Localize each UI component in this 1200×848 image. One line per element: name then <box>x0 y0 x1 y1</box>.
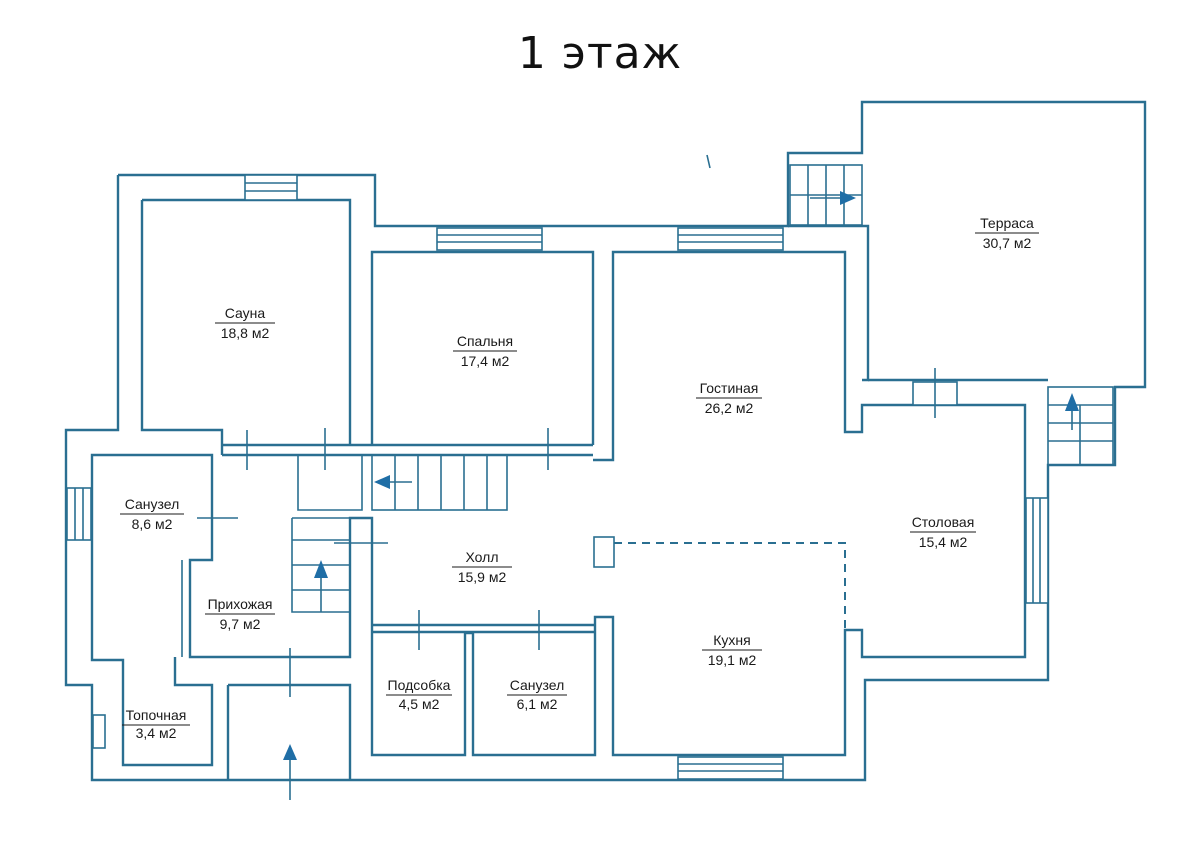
stair-arrow-hall <box>374 475 390 489</box>
room-label-utility: Подсобка 4,5 м2 <box>386 677 452 712</box>
entry-arrow <box>283 744 297 760</box>
svg-text:9,7 м2: 9,7 м2 <box>220 616 261 632</box>
room-label-hall: Холл 15,9 м2 <box>452 549 512 585</box>
floor-title: 1 этаж <box>517 28 683 79</box>
svg-text:19,1 м2: 19,1 м2 <box>708 652 757 668</box>
svg-text:Прихожая: Прихожая <box>208 596 273 612</box>
svg-text:17,4 м2: 17,4 м2 <box>461 353 510 369</box>
stair-arrow-vestibule <box>314 560 328 578</box>
room-label-sauna: Сауна 18,8 м2 <box>215 305 275 341</box>
svg-text:8,6 м2: 8,6 м2 <box>132 516 173 532</box>
svg-text:15,4 м2: 15,4 м2 <box>919 534 968 550</box>
door-marks <box>197 154 936 697</box>
room-label-vestibule: Прихожая 9,7 м2 <box>205 596 275 632</box>
svg-text:6,1 м2: 6,1 м2 <box>517 696 558 712</box>
room-label-bathroom-2: Санузел 6,1 м2 <box>507 677 567 712</box>
svg-text:30,7 м2: 30,7 м2 <box>983 235 1032 251</box>
svg-text:Спальня: Спальня <box>457 333 513 349</box>
svg-text:18,8 м2: 18,8 м2 <box>221 325 270 341</box>
stair-arrow-terrace <box>840 191 856 205</box>
room-label-boiler: Топочная 3,4 м2 <box>122 707 190 741</box>
svg-text:Санузел: Санузел <box>510 677 565 693</box>
svg-text:Топочная: Топочная <box>126 707 187 723</box>
walls <box>64 100 1147 782</box>
svg-text:4,5 м2: 4,5 м2 <box>399 696 440 712</box>
room-label-kitchen: Кухня 19,1 м2 <box>702 632 762 668</box>
svg-text:Холл: Холл <box>466 549 499 565</box>
room-label-bedroom: Спальня 17,4 м2 <box>453 333 517 369</box>
svg-text:Терраса: Терраса <box>980 215 1034 231</box>
svg-text:Подсобка: Подсобка <box>388 677 451 693</box>
svg-text:Столовая: Столовая <box>912 514 975 530</box>
svg-text:26,2 м2: 26,2 м2 <box>705 400 754 416</box>
room-label-terrace: Терраса 30,7 м2 <box>975 215 1039 251</box>
svg-text:3,4 м2: 3,4 м2 <box>136 725 177 741</box>
windows <box>66 174 1049 780</box>
svg-text:Сауна: Сауна <box>225 305 266 321</box>
svg-text:Кухня: Кухня <box>713 632 750 648</box>
svg-text:Санузел: Санузел <box>125 496 180 512</box>
room-label-dining: Столовая 15,4 м2 <box>910 514 976 550</box>
room-label-bathroom-1: Санузел 8,6 м2 <box>120 496 184 532</box>
stair-arrow-dining <box>1065 393 1079 411</box>
svg-text:15,9 м2: 15,9 м2 <box>458 569 507 585</box>
room-labels: Сауна 18,8 м2 Спальня 17,4 м2 Гостиная 2… <box>120 215 1039 741</box>
entry-arrows <box>283 191 1079 800</box>
room-label-living: Гостиная 26,2 м2 <box>696 380 762 416</box>
svg-text:Гостиная: Гостиная <box>700 380 759 396</box>
